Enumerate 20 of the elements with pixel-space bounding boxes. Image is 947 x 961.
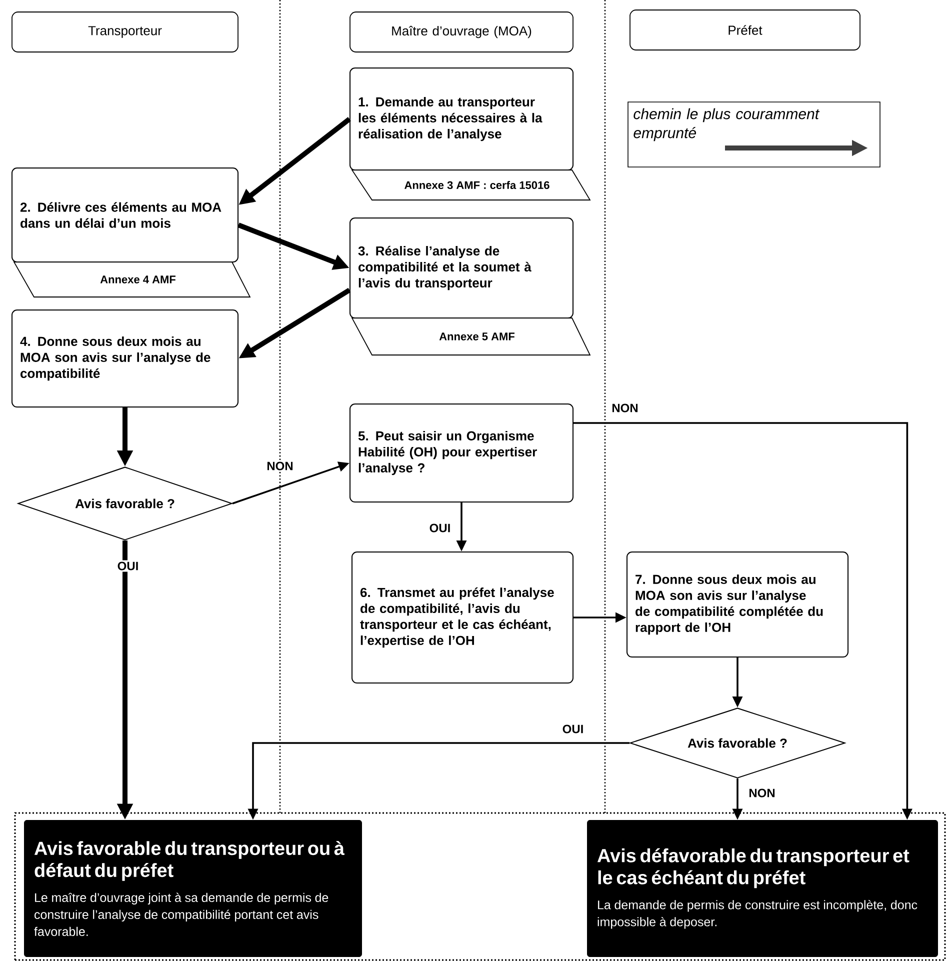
edge-label: NON: [265, 460, 295, 472]
edge-label: OUI: [560, 723, 586, 735]
process-box: 6. Transmet au préfet l’analyse de compatibilité, l’avis du transporteur et le cas échéant, l’expertise de l’OH: [352, 552, 574, 684]
process-box: 5. Peut saisir un Organisme Habilité (OH) pour expertiser l’analyse ?: [350, 404, 574, 502]
legend: chemin le plus couramment emprunté: [628, 102, 880, 168]
process-box: 2. Délivre ces éléments au MOA dans un délai d’un mois: [12, 168, 238, 262]
edge-label: NON: [610, 402, 640, 414]
edge-label: OUI: [116, 560, 140, 572]
outcome-box: Avis défavorable du transporteur et le cas échéant du préfet La demande de permis de construire est incomplète, donc impossible à deposer.: [587, 820, 938, 957]
edge-label: OUI: [428, 522, 452, 534]
lane-header: Transporteur: [12, 12, 238, 52]
process-box: 1. Demande au transporteur les éléments nécessaires à la réalisation de l’analyse: [350, 68, 574, 170]
edge-label: NON: [747, 787, 777, 799]
dotted-frame: [14, 812, 946, 961]
lane-header: Préfet: [630, 10, 860, 50]
process-box: 7. Donne sous deux mois au MOA son avis sur l’analyse de compatibilité complétée du rapport de l’OH: [626, 552, 848, 658]
process-box: 3. Réalise l’analyse de compatibilité et la soumet à l’avis du transporteur: [350, 218, 574, 318]
process-box: 4. Donne sous deux mois au MOA son avis sur l’analyse de compatibilité: [12, 310, 238, 408]
lane-header: Maître d’ouvrage (MOA): [350, 12, 574, 52]
outcome-box: Avis favorable du transporteur ou à défaut du préfet Le maître d’ouvrage joint à sa demande de permis de construire l’analyse de compatibilité portant cet avis favorable.: [24, 820, 362, 957]
